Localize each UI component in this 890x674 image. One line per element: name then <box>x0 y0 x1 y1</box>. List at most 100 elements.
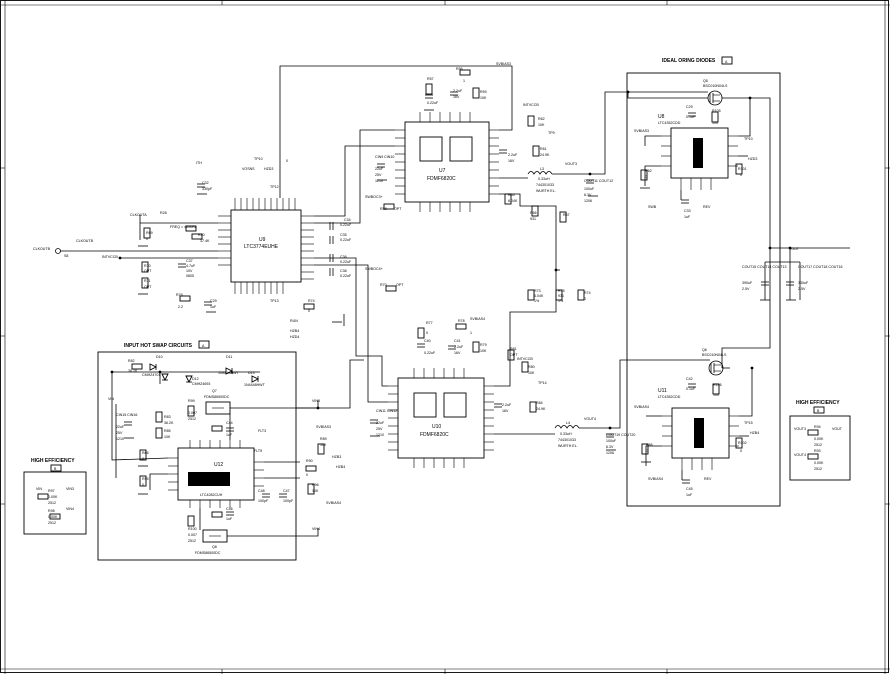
he-right-title: HIGH EFFICIENCY <box>796 400 840 406</box>
cin-a-val: 22uF <box>375 167 384 171</box>
c38-val: 0.22uF <box>340 274 352 278</box>
c26-val: 2.2uF <box>508 153 518 157</box>
r86b-ref: R86 <box>646 443 653 447</box>
r60-val: 10K <box>538 123 545 127</box>
c41-v: 16V <box>454 351 461 355</box>
clkoutb-test-point[interactable] <box>55 248 61 254</box>
hzd4-label: HZD4 <box>290 335 299 339</box>
r74b-val: 0 <box>308 309 310 313</box>
r62b-ref: R62 <box>645 169 652 173</box>
hzd3-label: HZD3 <box>264 167 273 171</box>
cout-a-v: 6.3V <box>584 193 592 197</box>
he-right-vout: VOUT <box>832 427 843 431</box>
c27-val: 2.2uF <box>453 89 463 93</box>
u8-part: LTC4352CDD <box>658 121 681 125</box>
c47-val: 100pF <box>283 499 294 503</box>
net-vin: VIN <box>108 397 114 401</box>
flt5-label: FLT5 <box>254 449 262 453</box>
r74-val: 0 <box>584 297 586 301</box>
r89-ref: R89 <box>320 437 327 441</box>
u8-ref: U8 <box>658 114 665 120</box>
l3-val: 0.33uH <box>538 177 550 181</box>
net-svbias4c: SVBIAS4 <box>634 405 649 409</box>
r69-ref: R69 <box>146 231 153 235</box>
cout-d-pkg: 1206 <box>606 451 614 455</box>
d10-part: CMHZ4701 <box>142 373 160 377</box>
r100-val2: 2512 <box>188 539 196 543</box>
cout-a-pkg: 1206 <box>584 199 592 203</box>
r99-val2: 2512 <box>188 417 196 421</box>
cin-a-v: 25V <box>375 173 382 177</box>
hzb4-label: HZB4 <box>290 329 299 333</box>
r81-val: OPT <box>510 353 518 357</box>
u7-pad-right <box>449 136 473 162</box>
r79-ref: R79 <box>480 343 487 347</box>
run-label: RUN <box>290 319 298 323</box>
u7-pad-left <box>419 136 443 162</box>
r94-ref: R94 <box>814 425 821 429</box>
c42-ref: C42 <box>686 377 693 381</box>
net-intvccb2: INTVCCB <box>523 103 539 107</box>
u7-pins <box>395 112 499 212</box>
u8-chip <box>670 127 729 179</box>
r85-val: 10K <box>164 435 171 439</box>
q8-mosfet <box>202 529 228 543</box>
u9-ref: U9 <box>259 237 266 243</box>
l4-mfr: 744301033 <box>558 438 576 442</box>
q7-mosfet <box>205 401 231 415</box>
cin-a-ref: CIN9 CIN10 <box>375 155 394 159</box>
cout-d-v: 6.3V <box>606 445 614 449</box>
d12-ref: D12 <box>192 377 199 381</box>
cin-c-ref: CIN15 CIN16 <box>116 413 137 417</box>
r81-ref: R81 <box>510 347 517 351</box>
c37-val: 4.7uF <box>186 264 196 268</box>
oring-block-tag: A <box>725 60 728 64</box>
tp9-label: TP9 <box>548 131 555 135</box>
r105-val: 100 <box>712 121 718 125</box>
he-left-title: HIGH EFFICIENCY <box>31 458 75 464</box>
tp10-label: TP10 <box>254 157 263 161</box>
r74b-ref: R74 <box>308 299 315 303</box>
r89-val: 10K <box>320 443 327 447</box>
wires <box>60 65 850 537</box>
c29-val: 1uF <box>210 305 217 309</box>
cout-c-val: 330uF <box>798 281 809 285</box>
r69-val: 0 <box>146 237 148 241</box>
c39-val: 2.2uF <box>502 403 512 407</box>
he-right-tag-box <box>813 406 825 414</box>
r57-ref: R57 <box>427 77 434 81</box>
c36-val: 0.22uF <box>340 260 352 264</box>
hotswap-block-title: INPUT HOT SWAP CIRCUITS <box>124 343 193 349</box>
r95-ref: R95 <box>142 477 149 481</box>
r65-val: 6.04K <box>508 199 518 203</box>
r71-ref: R71 <box>144 279 151 283</box>
hzb3-label: HZB3 <box>332 455 341 459</box>
r53-val: 0 <box>286 159 288 163</box>
c32-val: 330pF <box>202 187 213 191</box>
net-clkouta: CLKOUTA <box>130 213 147 217</box>
c48-val: 100pF <box>258 499 269 503</box>
u7-ref: U7 <box>439 168 446 174</box>
u10-pad-left <box>413 392 437 418</box>
r61-val: 24.9K <box>540 153 550 157</box>
r98-val: 0.00K <box>48 515 58 519</box>
r73-tol: 1% <box>534 299 540 303</box>
sw4-label: SWBOC4+ <box>365 267 383 271</box>
r86-ref: R86 <box>142 451 149 455</box>
l4-vendor: WURTH EL. <box>558 444 578 448</box>
c29b-ref: C29 <box>686 105 693 109</box>
l4-val: 0.33uH <box>560 432 572 436</box>
net-vin4: VIN4 <box>312 527 320 531</box>
net-clkoutb: CLKOUTB <box>76 239 94 243</box>
l3-mfr: 744301033 <box>536 183 554 187</box>
c33-ref: C33 <box>684 209 691 213</box>
u11-pad <box>694 418 704 448</box>
net-swb: SWB <box>648 205 657 209</box>
c45-val: 1uF <box>686 493 693 497</box>
cout-b-ref: COUT15 COUT14 COUT13 <box>742 265 787 269</box>
cin-c-val: 22uF <box>116 425 125 429</box>
r94-val2: 2512 <box>814 443 822 447</box>
cin-b-val: 22uF <box>376 421 385 425</box>
r84-val: 24.9K <box>536 407 546 411</box>
